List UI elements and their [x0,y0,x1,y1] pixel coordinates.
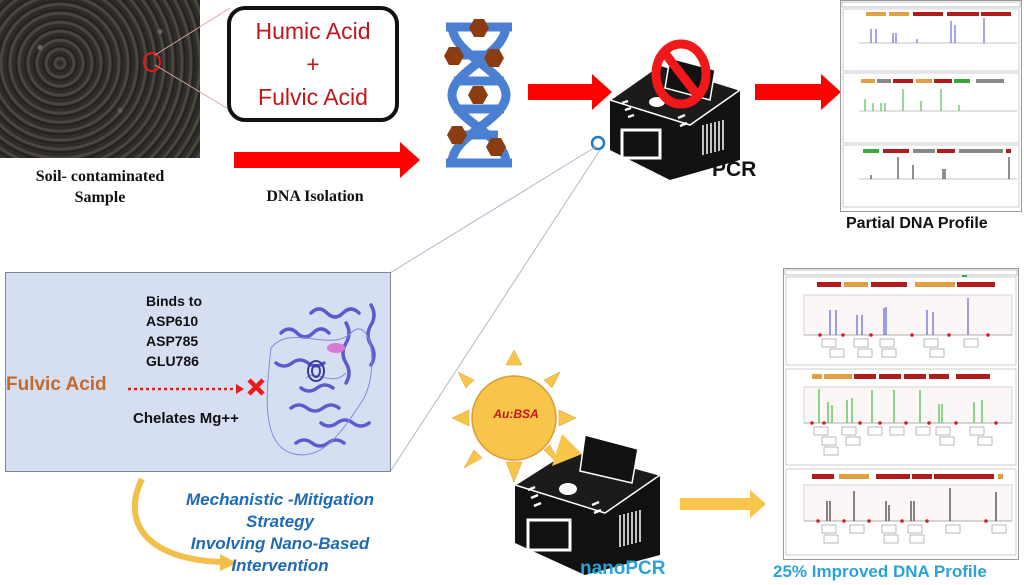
soil-sample-label: Soil- contaminated Sample [0,166,200,208]
partial-dna-profile-image [840,0,1022,212]
inhibition-arrow [128,384,244,394]
sample-highlight-circle [143,52,161,72]
curved-arrow-icon [131,477,237,571]
humic-fulvic-acid-box: Humic Acid + Fulvic Acid [227,6,399,122]
partial-profile-label: Partial DNA Profile [846,215,988,232]
plus-sign: + [306,50,320,77]
strategy-line-1: Mechanistic -Mitigation Strategy [186,490,374,531]
zoom-origin-circle [590,135,606,151]
panel-black [785,468,1017,556]
panel-green [842,72,1020,144]
to-improved-profile-arrow [680,490,766,518]
to-pcr-arrow [528,74,612,110]
blocked-x-icon [247,378,265,396]
panel-black [842,144,1020,208]
improved-electropherogram [784,269,1018,556]
soil-sample-photo [0,0,200,158]
sun-ray-overlay [552,434,582,466]
strategy-line-2: Involving Nano-Based [190,534,370,553]
zoom-connector-lines-2 [390,145,601,473]
prohibited-icon [651,39,711,109]
fulvic-acid-label: Fulvic Acid [6,374,107,395]
nanopcr-machine-icon [513,434,662,575]
improved-dna-profile-image [783,268,1019,560]
au-bsa-label: Au:BSA [493,407,539,421]
fulvic-acid-text: Fulvic Acid [258,83,368,110]
nanopcr-label: nanoPCR [580,558,666,579]
humic-molecules [444,19,506,156]
binds-to-label: Binds to [146,293,202,309]
partial-electropherogram [841,1,1021,208]
panel-blue [842,8,1020,72]
soil-label-line-1: Soil- contaminated [35,168,165,185]
dna-isolation-arrow [234,142,420,178]
dna-polymerase-structure-icon [266,303,376,456]
to-partial-profile-arrow [755,74,841,110]
panel-green [785,368,1017,466]
pcr-label: PCR [712,158,757,181]
humic-acid-text: Humic Acid [255,17,371,44]
residue-asp610: ASP610 [146,313,199,329]
residue-glu786: GLU786 [146,353,199,369]
dna-isolation-label: DNA Isolation [266,188,364,205]
zoom-connector-lines [154,7,231,111]
soil-label-line-2: Sample [74,189,126,206]
chelates-mg-label: Chelates Mg++ [133,410,239,427]
mitigation-strategy-text: Mechanistic -Mitigation Strategy Involvi… [165,489,395,577]
residue-asp785: ASP785 [146,333,199,349]
panel-blue [785,276,1017,366]
improved-profile-label: 25% Improved DNA Profile [773,562,987,581]
polymerase-inhibition-box: Binds to ASP610 ASP785 GLU786 Fulvic Aci… [5,272,391,472]
dna-helix-icon [444,19,512,168]
strategy-line-3: Intervention [231,556,329,575]
binding-residues: Binds to ASP610 ASP785 GLU786 [146,291,202,371]
